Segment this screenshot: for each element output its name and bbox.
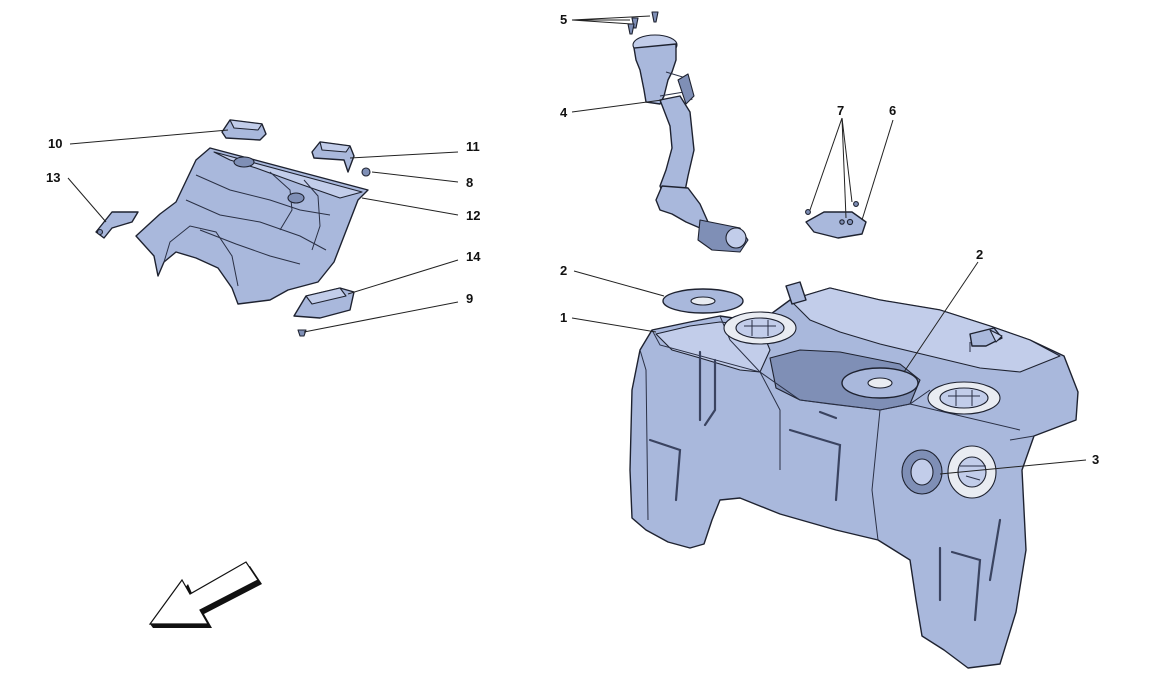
- bracket-14[interactable]: [293, 287, 355, 319]
- callout-14: 14: [466, 249, 481, 264]
- gasket-2-loose[interactable]: [662, 288, 744, 314]
- screws-5[interactable]: [627, 11, 659, 35]
- callout-labels: 10 11 8 13 12 14 9 5 4 7 6 2 2 1 3: [46, 12, 1099, 467]
- bracket-11[interactable]: [311, 141, 355, 173]
- fuel-tank[interactable]: [629, 281, 1079, 669]
- filler-neck[interactable]: [632, 34, 749, 253]
- bracket-13[interactable]: [95, 211, 139, 239]
- callout-3: 3: [1092, 452, 1099, 467]
- sender-cover[interactable]: [805, 201, 867, 239]
- callout-8: 8: [466, 175, 473, 190]
- bracket-10[interactable]: [221, 119, 267, 141]
- callout-10: 10: [48, 136, 62, 151]
- callout-13: 13: [46, 170, 60, 185]
- callout-7: 7: [837, 103, 844, 118]
- callout-9: 9: [466, 291, 473, 306]
- callout-4: 4: [560, 105, 568, 120]
- heat-shield[interactable]: [135, 147, 369, 305]
- callout-6: 6: [889, 103, 896, 118]
- callout-2b: 2: [976, 247, 983, 262]
- leader-lines: [67, 15, 1087, 475]
- callout-5: 5: [560, 12, 567, 27]
- callout-12: 12: [466, 208, 480, 223]
- screw-9[interactable]: [297, 329, 307, 337]
- nut-8[interactable]: [361, 167, 371, 177]
- callout-11: 11: [466, 139, 480, 154]
- callout-2a: 2: [560, 263, 567, 278]
- front-direction-arrow-icon: [148, 561, 262, 628]
- callout-1: 1: [560, 310, 567, 325]
